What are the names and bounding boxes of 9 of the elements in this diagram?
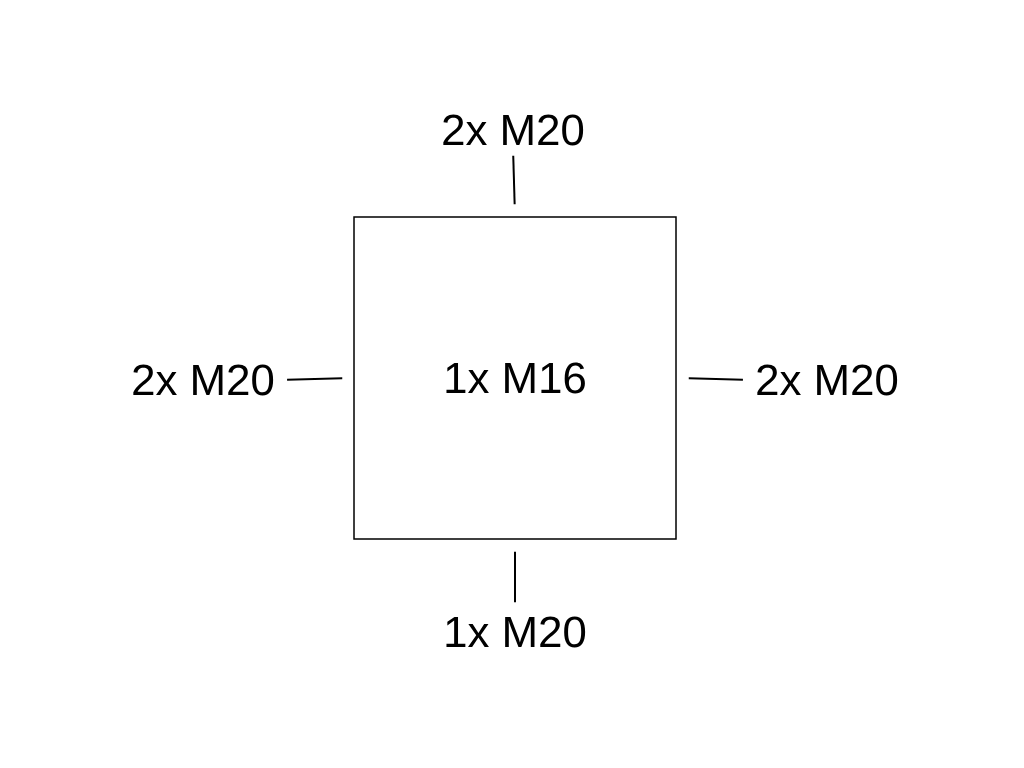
entry-label: 2x M20 <box>757 364 898 396</box>
leader-line <box>687 377 744 381</box>
entry-label: 2x M20 <box>443 114 584 146</box>
leader-line <box>512 154 516 206</box>
leader-line <box>514 550 516 604</box>
leader-line <box>286 377 344 381</box>
entry-label: 1x M20 <box>446 616 586 648</box>
entry-label: 2x M20 <box>133 364 274 396</box>
enclosure-box: 1x M16 <box>353 216 677 540</box>
